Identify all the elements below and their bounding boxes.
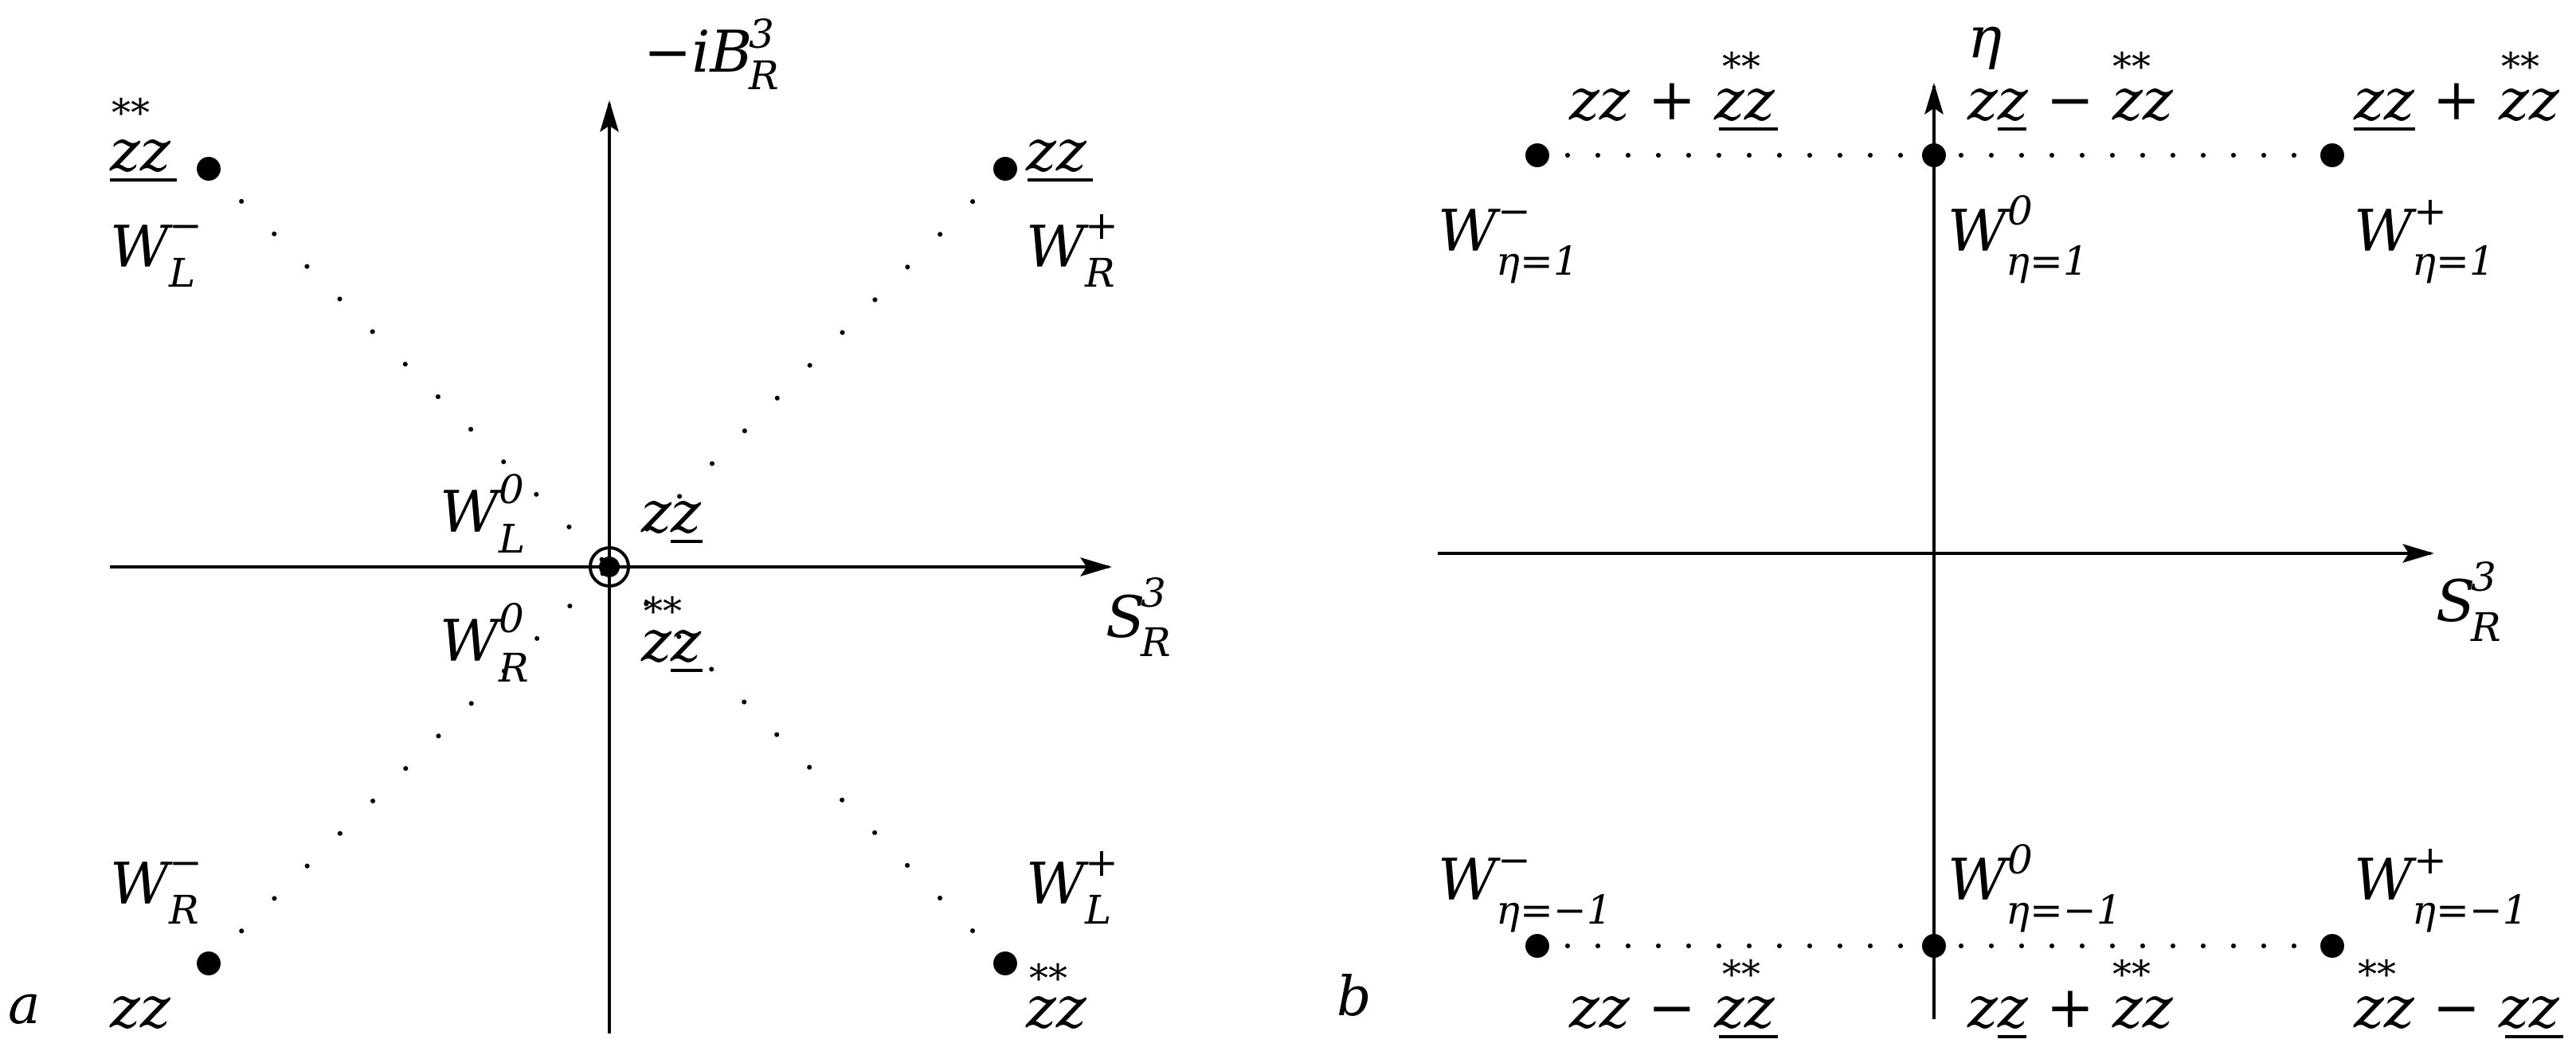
panel-a-diagonal-tr	[607, 166, 1008, 569]
panel-b-horizontal-axis-label: S	[2436, 568, 2475, 635]
panel-a-center-lower-field-b: z	[670, 608, 702, 674]
panel-a-tl-marks: **	[112, 91, 150, 135]
panel-a-br-sub: L	[1084, 887, 1111, 933]
panel-b-top-left-sup: −	[1497, 188, 1531, 234]
panel-b-letter: b	[1337, 966, 1372, 1029]
panel-a-diagonal-bl	[206, 565, 612, 966]
panel-b-top-left-marks: **	[1722, 45, 1760, 89]
panel-a-tr-sup: +	[1085, 202, 1118, 248]
panel-a-center-upper-field-b: z	[670, 479, 702, 545]
panel-b-node-top-right	[2320, 143, 2344, 167]
panel-a-diagonal-br	[607, 565, 1008, 966]
panel-b-top-center-sub: η=1	[2006, 238, 2089, 284]
panel-a-center-lower-sup: 0	[499, 596, 524, 642]
panel-b-top-left-sub: η=1	[1496, 238, 1579, 284]
panel-b-bottom-left-name: W	[1438, 846, 1501, 913]
panel-a-diagonal-tl	[206, 166, 612, 569]
panel-b-bottom-center-sub: η=−1	[2006, 887, 2122, 933]
panel-b: η S 3 R ** zz + zz ** zz − zz ** zz + zz…	[1337, 4, 2563, 1041]
panel-a-center-lower-sub: R	[498, 645, 529, 691]
panel-b-vertical-axis-label: η	[1967, 4, 2002, 71]
panel-b-bottom-center-name: W	[1948, 846, 2010, 913]
panel-b-bottom-left-marks: **	[1722, 952, 1760, 997]
panel-b-bottom-left-sup: −	[1497, 837, 1531, 883]
panel-b-top-center-name: W	[1948, 197, 2010, 264]
panel-b-bottom-right-sup: +	[2414, 837, 2447, 883]
panel-b-top-center-sup: 0	[2007, 188, 2033, 234]
panel-a-node-center	[599, 557, 620, 577]
panel-a-center-upper-name: W	[440, 479, 503, 545]
panel-a-bl-sub: R	[168, 887, 199, 933]
panel-a-br-sup: +	[1085, 839, 1118, 885]
panel-b-bottom-right-sub: η=−1	[2412, 887, 2528, 933]
panel-a-tl-name: W	[110, 213, 173, 280]
panel-b-top-center-marks: **	[2112, 45, 2151, 89]
panel-a-horizontal-axis-sub: R	[1140, 619, 1171, 666]
panel-a-br-field: zz	[1025, 974, 1087, 1041]
panel-a-tl-sup: −	[169, 202, 202, 248]
panel-b-top-right-sub: η=1	[2412, 238, 2495, 284]
panel-a-vertical-axis-sub: R	[748, 53, 779, 99]
panel-a-tr-field: zz	[1025, 117, 1087, 184]
panel-b-bottom-center-marks: **	[2112, 952, 2151, 997]
panel-a-center-lower-field-a: z	[640, 608, 672, 674]
panel-b-horizontal-axis-sub: R	[2470, 604, 2501, 651]
panel-b-horizontal-axis-sup: 3	[2471, 554, 2496, 600]
panel-a-tr-sub: R	[1084, 250, 1115, 296]
panel-a-br-name: W	[1026, 850, 1089, 917]
panel-b-bottom-left-sub: η=−1	[1496, 887, 1612, 933]
panel-b-node-top-left	[1525, 143, 1549, 167]
panel-b-top-center-expr: zz − zz	[1967, 66, 2174, 133]
panel-a-node-center-ring	[589, 546, 630, 588]
panel-b-top-right-name: W	[2354, 197, 2417, 264]
panel-b-bottom-right-expr: zz − zz	[2353, 974, 2560, 1041]
panel-a-letter: a	[8, 974, 41, 1037]
panel-b-top-right-sup: +	[2414, 188, 2447, 234]
panel-a-horizontal-axis-sup: 3	[1141, 570, 1166, 616]
panel-a-br-marks: **	[1029, 956, 1067, 1001]
panel-b-top-left-name: W	[1438, 197, 1501, 264]
panel-a-tl-sub: L	[168, 250, 195, 296]
panel-a-bl-field: zz	[109, 974, 171, 1041]
panel-a-bl-sup: −	[169, 839, 202, 885]
panel-a-center-upper-sup: 0	[499, 467, 524, 513]
panel-a-center-lower-marks: **	[644, 589, 682, 634]
panel-b-node-bottom-right	[2320, 934, 2344, 958]
panel-b-node-bottom-center	[1922, 934, 1946, 958]
panel-a-node-bottom-right	[993, 951, 1017, 975]
panel-a-center-lower-name: W	[440, 608, 503, 674]
panel-b-bottom-right-name: W	[2354, 846, 2417, 913]
panel-a-vertical-axis-label: −iB	[644, 18, 752, 85]
panel-a-node-top-right	[993, 157, 1017, 181]
panel-a-node-top-left	[197, 157, 221, 181]
panel-a: −iB 3 R S 3 R ** zz W − L zz W + R W 0 L…	[8, 11, 1171, 1041]
panel-b-bottom-center-sup: 0	[2007, 837, 2033, 883]
panel-a-tl-field: zz	[109, 117, 171, 184]
panel-a-tr-name: W	[1026, 213, 1089, 280]
panel-b-top-right-marks: **	[2501, 45, 2539, 89]
panel-b-node-bottom-left	[1525, 934, 1549, 958]
panel-b-bottom-center-expr: zz + zz	[1967, 974, 2174, 1041]
panel-b-top-right-expr: zz + zz	[2353, 66, 2560, 133]
panel-a-vertical-axis-sup: 3	[749, 11, 774, 57]
panel-a-horizontal-axis-label: S	[1106, 584, 1145, 651]
panel-a-center-upper-sub: L	[498, 516, 525, 562]
panel-b-bottom-left-expr: zz − zz	[1568, 974, 1775, 1041]
panel-a-node-bottom-left	[197, 951, 221, 975]
panel-a-center-upper-field-a: z	[640, 479, 672, 545]
panel-b-node-top-center	[1922, 143, 1946, 167]
panel-b-top-left-expr: zz + zz	[1568, 66, 1775, 133]
panel-b-bottom-right-marks: **	[2358, 952, 2396, 997]
panel-a-bl-name: W	[110, 850, 173, 917]
